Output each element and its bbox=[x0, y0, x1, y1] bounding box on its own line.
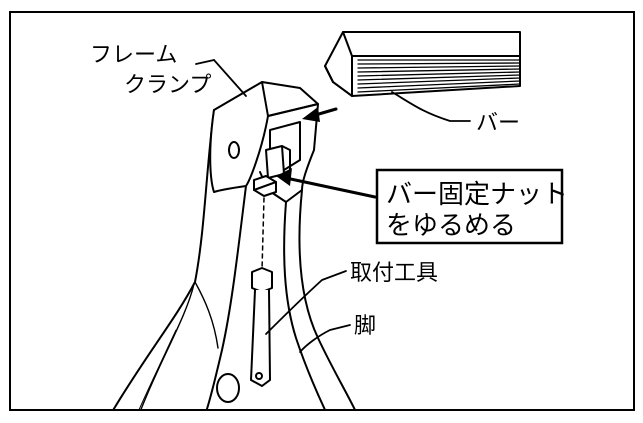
callout-box bbox=[375, 168, 564, 245]
frame-clamp-illustration bbox=[209, 81, 319, 203]
callout-label-line1: バー固定ナット bbox=[386, 180, 568, 210]
callout-label-line2: をゆるめる bbox=[386, 211, 516, 241]
tool-label: 取付工具 bbox=[350, 261, 438, 286]
leg-label: 脚 bbox=[354, 314, 376, 339]
insert-arrow bbox=[302, 107, 338, 122]
tool-illustration bbox=[250, 197, 273, 387]
frame-clamp-label-line2: クランプ bbox=[124, 73, 211, 98]
leader-lines bbox=[195, 59, 471, 353]
diagram-border bbox=[9, 11, 635, 411]
bar-grooves bbox=[357, 59, 521, 93]
bar-label: バー bbox=[476, 111, 520, 136]
callout-arrow bbox=[276, 168, 377, 199]
leg-illustration bbox=[112, 109, 356, 409]
frame-clamp-label-line1: フレーム bbox=[90, 43, 177, 68]
bar-illustration bbox=[324, 31, 521, 97]
